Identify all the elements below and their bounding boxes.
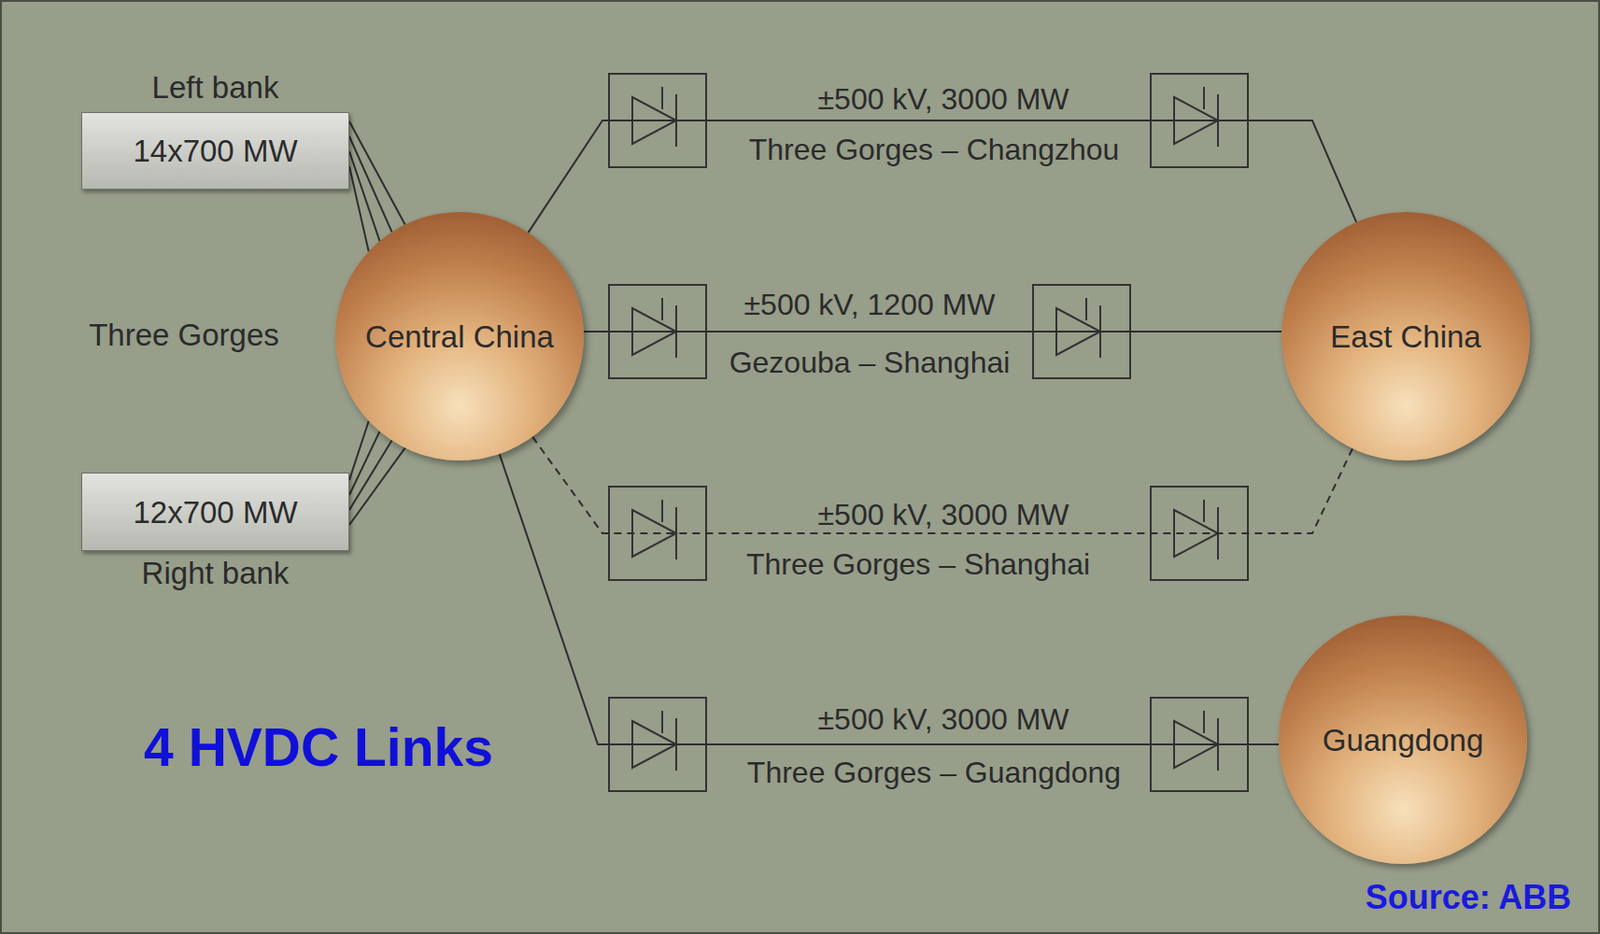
bank-heading: Right bank (82, 556, 349, 591)
region-name: East China (1330, 321, 1481, 353)
link-rating: ±500 kV, 3000 MW (818, 499, 1070, 530)
site-name: Three Gorges (88, 319, 280, 351)
region-name: Guangdong (1322, 724, 1485, 756)
hvdc-line (532, 437, 1353, 534)
grid-region-circle: East China (1281, 212, 1530, 461)
hvdc-line (583, 330, 1282, 333)
hvdc-line (499, 453, 1279, 745)
grid-region-circle: Guangdong (1278, 615, 1528, 864)
region-name: Central China (365, 321, 554, 353)
link-rating: ±500 kV, 3000 MW (818, 704, 1070, 735)
link-rating: ±500 kV, 1200 MW (744, 289, 996, 320)
unit-rating: 14x700 MW (132, 135, 298, 167)
source-note: Source: ABB (1365, 880, 1572, 915)
unit-rating: 12x700 MW (132, 496, 298, 528)
slide-heading: 4 HVDC Links (143, 721, 494, 775)
link-name: Three Gorges – Guangdong (747, 757, 1121, 788)
generator-box: Left bank14x700 MW (81, 112, 350, 190)
bank-heading: Left bank (82, 70, 349, 105)
grid-region-circle: Central China (335, 212, 584, 461)
generator-box: 12x700 MWRight bank (81, 472, 350, 552)
link-name: Three Gorges – Shanghai (746, 549, 1091, 580)
link-rating: ±500 kV, 3000 MW (818, 84, 1070, 114)
hvdc-line (527, 120, 1357, 233)
link-name: Three Gorges – Changzhou (749, 134, 1120, 165)
link-name: Gezouba – Shanghai (729, 347, 1011, 378)
